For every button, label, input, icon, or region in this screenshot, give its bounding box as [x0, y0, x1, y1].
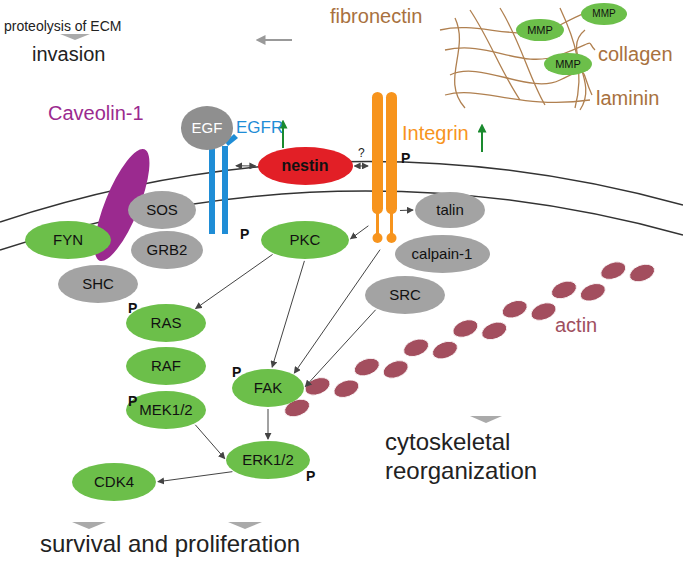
node-label: EGFR [236, 118, 283, 138]
connector-arrow [268, 409, 269, 439]
mmp-oval: MMP [544, 53, 592, 76]
node-label: CDK4 [94, 473, 134, 490]
chevron [228, 522, 262, 529]
node-label: talin [436, 201, 464, 218]
protein-oval: calpain-1 [395, 235, 490, 273]
actin-filament [282, 259, 657, 421]
connector-arrow [351, 226, 369, 239]
outcome-label: survival and proliferation [40, 530, 300, 559]
connector-arrow [272, 261, 304, 367]
edge-label: ? [358, 146, 365, 160]
receptor: Integrin [370, 92, 398, 248]
node-label: RAS [151, 314, 182, 331]
protein-oval: PKC [261, 221, 349, 259]
integrin-receptor [372, 92, 397, 243]
node-label: nestin [281, 157, 328, 175]
ecm-label: collagen [598, 42, 673, 66]
protein-oval: SHC [58, 265, 138, 303]
connector-arrow [294, 250, 380, 373]
connector-arrow [400, 210, 413, 211]
node-label: PKC [290, 231, 321, 248]
protein-oval: RAF [126, 347, 206, 385]
node-label: FAK [254, 379, 282, 396]
node-label: EGF [192, 119, 223, 136]
node-label: Integrin [402, 122, 469, 145]
connector-arrow [355, 165, 369, 166]
node-label: SOS [146, 201, 178, 218]
node-label: MEK1/2 [139, 401, 192, 418]
protein-oval: MEK1/2 [126, 391, 206, 429]
phospho-mark: P [232, 364, 241, 381]
chevron [470, 416, 502, 423]
ligand-circle: EGF [181, 106, 234, 150]
phospho-mark: P [401, 150, 410, 167]
connector-arrow [158, 472, 232, 482]
protein-oval: CDK4 [72, 463, 156, 501]
outcome-label: invasion [32, 42, 105, 66]
node-label: MMP [592, 8, 615, 20]
phospho-mark: P [240, 226, 249, 243]
ecm-label: fibronectin [330, 4, 422, 28]
node-label: SHC [82, 275, 114, 292]
protein-oval: nestin [258, 147, 353, 185]
ecm-fibers [440, 8, 596, 110]
node-label: calpain-1 [412, 245, 473, 262]
connector-arrow [196, 254, 273, 308]
connector-arrow [195, 425, 224, 459]
mmp-oval: MMP [516, 19, 564, 42]
proteolysis-arrow [258, 39, 292, 41]
actin-label: actin [555, 313, 597, 337]
ecm-label: laminin [596, 86, 659, 110]
up-arrow [481, 128, 483, 152]
node-label: RAF [151, 357, 181, 374]
chevron [60, 34, 90, 40]
connector-arrow [305, 310, 375, 387]
protein-oval: talin [415, 192, 485, 228]
node-label: FYN [53, 231, 83, 248]
node-label: SRC [389, 286, 421, 303]
protein-oval: SOS [128, 191, 196, 229]
protein-oval: FYN [25, 221, 111, 259]
phospho-mark: P [128, 393, 137, 410]
node-label: GRB2 [147, 241, 188, 258]
mmp-oval: MMP [581, 3, 626, 25]
protein-oval: FAK [232, 369, 304, 407]
protein-oval: SRC [365, 276, 445, 314]
node-label: Caveolin-1 [48, 102, 144, 125]
chevron [72, 522, 106, 529]
connector-arrow [236, 165, 256, 166]
protein-oval: ERK1/2 [226, 441, 310, 479]
phospho-mark: P [128, 300, 137, 317]
process-label: proteolysis of ECM [4, 18, 121, 35]
protein-oval: RAS [126, 304, 206, 342]
phospho-mark: P [306, 468, 315, 485]
node-label: MMP [555, 58, 581, 71]
outcome-label: cytoskeletal reorganization [385, 428, 590, 486]
protein-oval: GRB2 [131, 231, 203, 269]
node-label: MMP [527, 24, 553, 37]
receptor: EGFR [206, 140, 234, 232]
node-label: ERK1/2 [242, 451, 294, 468]
